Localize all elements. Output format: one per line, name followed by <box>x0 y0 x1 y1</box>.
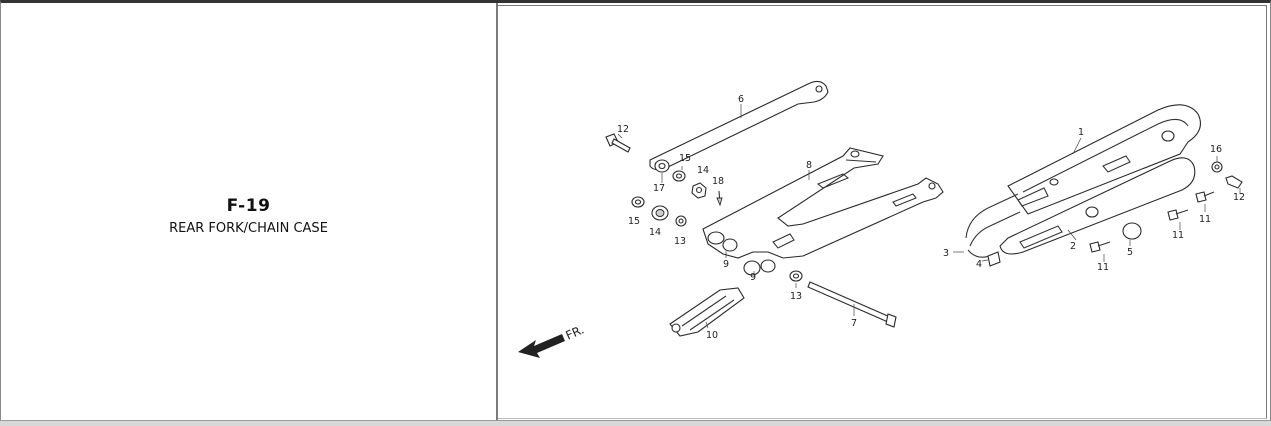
part-1-chain-case-upper[interactable] <box>1007 104 1201 215</box>
section-header-panel: F-19 REAR FORK/CHAIN CASE <box>1 3 496 423</box>
callout-6: 6 <box>738 94 744 105</box>
front-direction-indicator: FR. <box>518 322 586 358</box>
part-7-pivot-bolt[interactable] <box>807 281 897 328</box>
front-label: FR. <box>564 322 587 342</box>
part-14-bushing-lower[interactable] <box>651 205 669 221</box>
callout-13-lower: 13 <box>790 291 802 302</box>
callout-3: 3 <box>943 248 949 259</box>
parts-diagram-panel: FR. 1 2 3 4 5 6 7 8 9 9 10 11 11 11 12 1… <box>498 5 1267 419</box>
callout-11-lower: 11 <box>1097 262 1109 273</box>
part-11-bolt-middle[interactable] <box>1167 209 1189 230</box>
callout-10: 10 <box>706 330 718 341</box>
callout-7: 7 <box>851 318 857 329</box>
callout-4: 4 <box>976 259 982 270</box>
callout-11-middle: 11 <box>1172 230 1184 241</box>
callout-15-lower: 15 <box>628 216 640 227</box>
part-13-washer-lower[interactable] <box>789 270 803 288</box>
part-15-washer-lower[interactable] <box>631 196 645 208</box>
exploded-parts-diagram: FR. 1 2 3 4 5 6 7 8 9 9 10 11 11 11 12 1… <box>518 80 1245 358</box>
part-11-bolt-lower[interactable] <box>1089 241 1111 262</box>
callout-1: 1 <box>1078 127 1084 138</box>
callout-11-upper: 11 <box>1199 214 1211 225</box>
part-18-pin[interactable] <box>716 190 723 207</box>
part-9-bushing-upper[interactable] <box>707 231 738 258</box>
callout-13-upper: 13 <box>674 236 686 247</box>
callout-14-upper: 14 <box>697 165 709 176</box>
part-14-nut-top[interactable] <box>691 182 707 199</box>
callout-9-lower: 9 <box>750 272 756 283</box>
section-title: REAR FORK/CHAIN CASE <box>169 221 328 236</box>
part-16-washer[interactable] <box>1211 156 1223 173</box>
panel-divider <box>496 3 498 423</box>
part-12-bolt-left[interactable] <box>605 133 631 153</box>
part-2-chain-case-lower[interactable] <box>999 157 1196 255</box>
front-arrow-icon <box>518 334 565 358</box>
part-11-bolt-upper[interactable] <box>1195 191 1215 212</box>
callout-18: 18 <box>712 176 724 187</box>
part-5-cap[interactable] <box>1122 222 1142 246</box>
callout-12-right: 12 <box>1233 192 1245 203</box>
part-9-bushing-lower[interactable] <box>743 259 776 276</box>
callout-2: 2 <box>1070 241 1076 252</box>
callout-15-upper: 15 <box>679 153 691 164</box>
part-4-chain-master-link[interactable] <box>981 251 1001 267</box>
callout-12-left: 12 <box>617 124 629 135</box>
callout-8: 8 <box>806 160 812 171</box>
callout-5: 5 <box>1127 247 1133 258</box>
callout-9-upper: 9 <box>723 259 729 270</box>
part-15-washer-top[interactable] <box>672 166 686 182</box>
part-13-washer-upper[interactable] <box>675 215 687 227</box>
callout-17: 17 <box>653 183 665 194</box>
part-12-bolt-right[interactable] <box>1225 175 1243 194</box>
part-10-chain-slider[interactable] <box>669 287 745 337</box>
callout-14-lower: 14 <box>649 227 661 238</box>
part-17-collar[interactable] <box>654 159 670 183</box>
part-8-rear-fork[interactable] <box>702 147 944 259</box>
callout-16: 16 <box>1210 144 1222 155</box>
bottom-bar <box>0 420 1271 426</box>
section-code: F-19 <box>226 196 271 216</box>
